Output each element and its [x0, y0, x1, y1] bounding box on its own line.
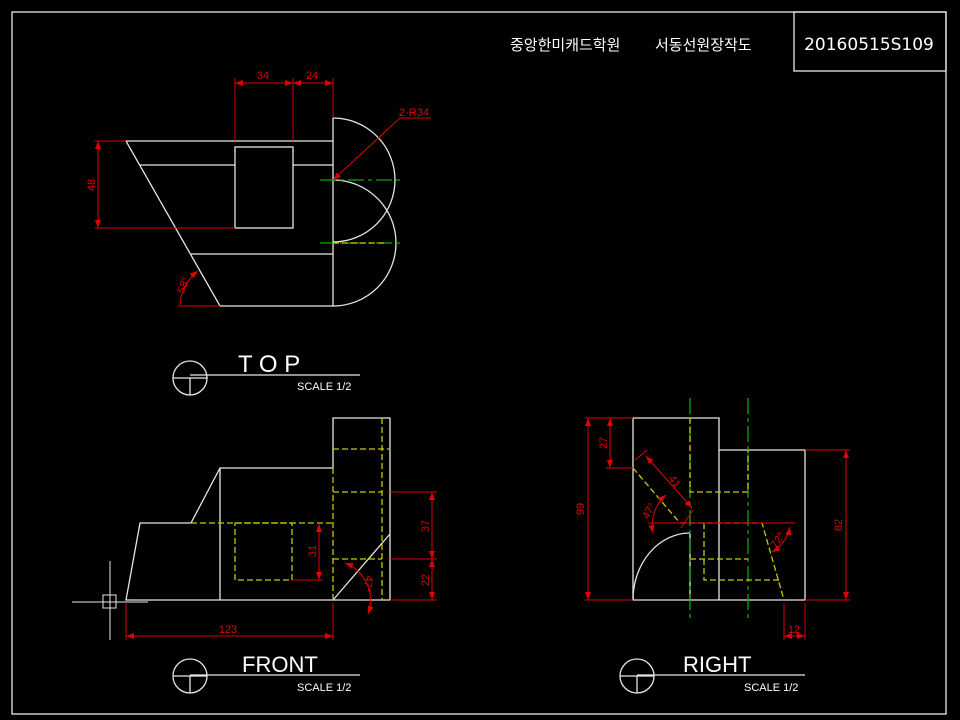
top-view-scale: SCALE 1/2 [297, 381, 351, 393]
front-view-label: FRONT SCALE 1/2 [172, 652, 360, 694]
right-view: 99 27 82 12 41 47° 72° [575, 398, 850, 640]
dim-27: 27 [598, 437, 610, 449]
dim-48: 48 [86, 179, 98, 191]
drawing-border [11, 11, 947, 715]
dim-12: 12 [788, 624, 800, 636]
dim-37: 37 [420, 520, 432, 532]
dim-31: 31 [307, 545, 319, 557]
dim-24: 24 [306, 70, 318, 82]
top-view-label: T O P SCALE 1/2 [172, 351, 360, 396]
right-view-title: RIGHT [683, 652, 751, 677]
author-name: 서동선원장작도 [655, 36, 752, 54]
dim-22: 22 [420, 574, 432, 586]
right-view-label: RIGHT SCALE 1/2 [619, 652, 805, 694]
dim-41: 41 [666, 473, 683, 490]
dim-34: 34 [257, 70, 269, 82]
dim-angle-58: 58° [176, 275, 193, 295]
title-block [793, 11, 947, 72]
crosshair-cursor[interactable] [72, 561, 148, 640]
top-view: 34 24 48 2-R34 58° [86, 70, 431, 307]
dim-123: 123 [219, 624, 237, 636]
drawing-number: 20160515S109 [804, 35, 934, 55]
dim-radius: 2-R34 [399, 107, 429, 119]
dim-angle-47-right: 47° [640, 501, 659, 521]
front-view-title: FRONT [242, 652, 318, 677]
front-view: 31 37 22 123 47° [125, 417, 437, 640]
dim-angle-72: 72° [769, 530, 788, 551]
dim-82: 82 [833, 519, 845, 531]
top-view-title: T O P [238, 351, 300, 378]
dim-99: 99 [575, 503, 587, 515]
school-name: 중앙한미캐드학원 [510, 36, 620, 54]
right-view-scale: SCALE 1/2 [744, 682, 798, 694]
dim-angle-47: 47° [360, 574, 375, 592]
front-view-scale: SCALE 1/2 [297, 682, 351, 694]
